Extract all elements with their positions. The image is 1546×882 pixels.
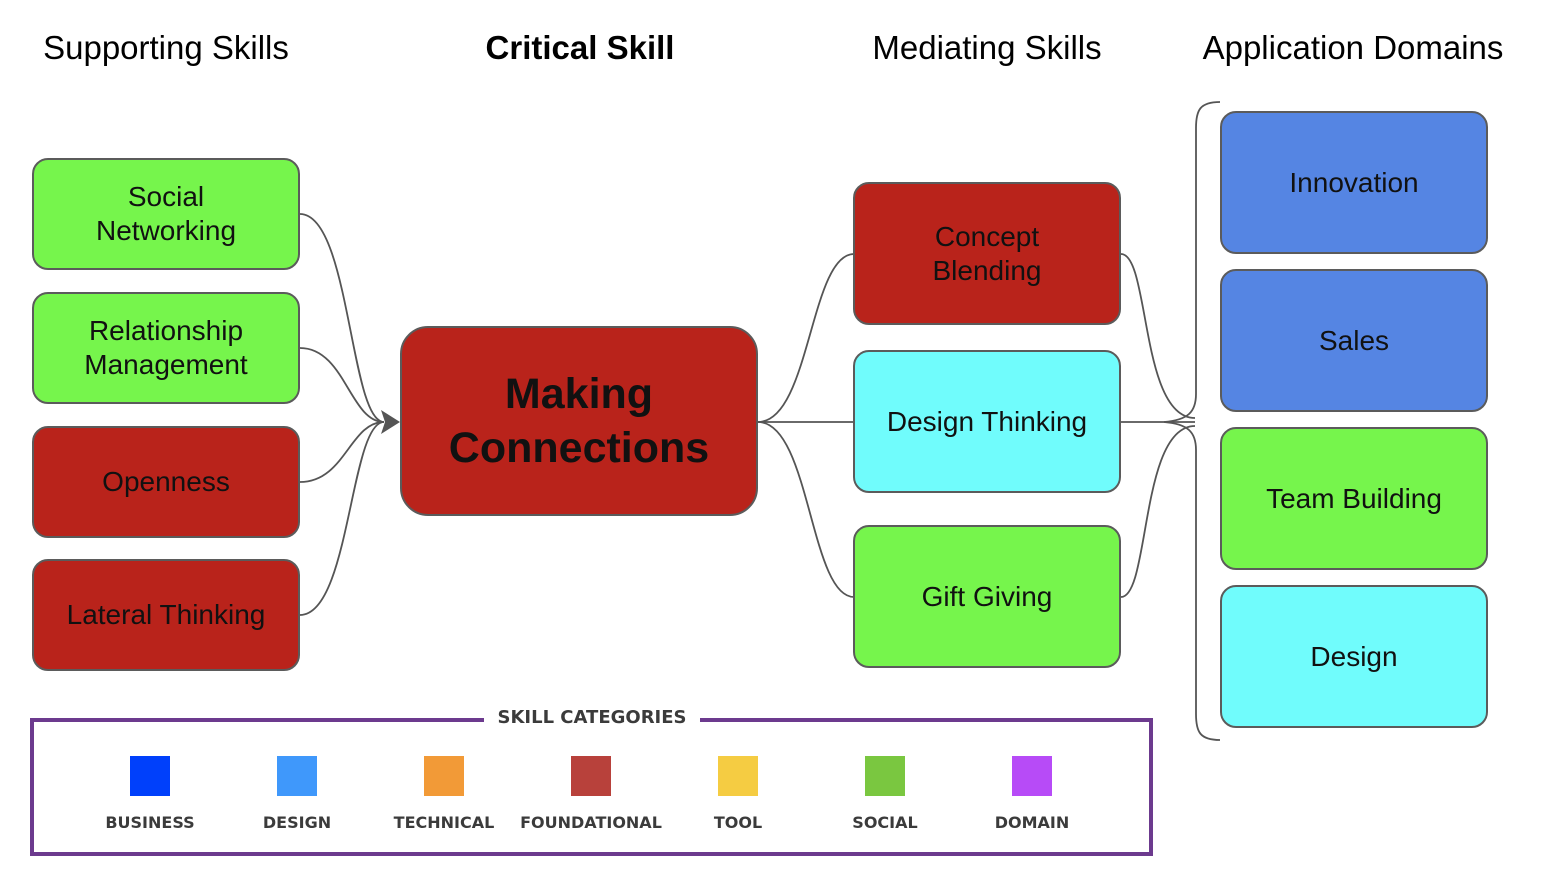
heading-critical-skill: Critical Skill (485, 29, 675, 66)
node-gift-giving: Gift Giving (853, 525, 1121, 668)
heading-supporting-skills: Supporting Skills (43, 29, 289, 66)
node-sales: Sales (1220, 269, 1488, 412)
node-label: Gift Giving (921, 580, 1053, 612)
legend-item-technical: TECHNICAL (369, 756, 519, 832)
legend-label: TOOL (713, 813, 763, 832)
heading-application-domains: Application Domains (1202, 29, 1504, 66)
legend-item-tool: TOOL (663, 756, 813, 832)
node-label: Design (1310, 640, 1398, 672)
node-team-building: Team Building (1220, 427, 1488, 570)
node-innovation: Innovation (1220, 111, 1488, 254)
legend-swatch (571, 756, 611, 796)
arrowhead-into-critical-skill (381, 410, 400, 434)
legend-swatch (718, 756, 758, 796)
legend-label: SOCIAL (852, 813, 918, 832)
node-label-line: Relationship (88, 315, 244, 346)
node-label-line: Connections (448, 424, 710, 472)
connector-relationship-management (299, 347, 385, 423)
node-lateral-thinking: Lateral Thinking (32, 559, 300, 671)
legend-swatch (130, 756, 170, 796)
node-label-line: Social (127, 181, 205, 212)
connector-lateral-thinking (299, 421, 385, 616)
heading-mediating-skills: Mediating Skills (872, 29, 1102, 66)
legend-swatch (277, 756, 317, 796)
node-concept-blending: Concept Blending (853, 182, 1121, 325)
legend-item-business: BUSINESS (75, 756, 225, 832)
connector-gift-giving-out (1120, 425, 1196, 598)
domain-brace (1163, 101, 1221, 741)
legend-label: BUSINESS (105, 813, 195, 832)
connector-openness (299, 421, 385, 483)
node-label: Lateral Thinking (66, 599, 266, 630)
node-label-line: Concept (934, 220, 1040, 252)
legend-item-design: DESIGN (222, 756, 372, 832)
connector-concept-blending (757, 253, 855, 423)
node-label-line: Blending (932, 254, 1042, 286)
node-label: Sales (1318, 324, 1390, 356)
legend-label: TECHNICAL (393, 813, 495, 832)
node-label: Design Thinking (886, 405, 1088, 437)
node-label-line: Making (504, 370, 654, 418)
node-label-line: Networking (95, 215, 237, 246)
legend-title: SKILL CATEGORIES (484, 704, 700, 732)
legend-swatch (865, 756, 905, 796)
node-label: Openness (102, 466, 230, 497)
node-design: Design (1220, 585, 1488, 728)
legend-label: FOUNDATIONAL (520, 813, 662, 832)
legend-item-domain: DOMAIN (957, 756, 1107, 832)
legend-item-foundational: FOUNDATIONAL (516, 756, 666, 832)
node-openness: Openness (32, 426, 300, 538)
legend-swatch (1012, 756, 1052, 796)
legend-item-social: SOCIAL (810, 756, 960, 832)
node-social-networking: Social Networking (32, 158, 300, 270)
connector-social-networking (299, 213, 385, 423)
node-design-thinking: Design Thinking (853, 350, 1121, 493)
legend-label: DOMAIN (994, 813, 1070, 832)
node-label-line: Management (84, 349, 248, 380)
node-label: Team Building (1266, 482, 1442, 514)
node-relationship-management: Relationship Management (32, 292, 300, 404)
legend-label: DESIGN (262, 813, 332, 832)
legend-swatch (424, 756, 464, 796)
node-label: Innovation (1289, 166, 1419, 198)
connector-concept-blending-out (1120, 253, 1196, 419)
node-making-connections: Making Connections (400, 326, 758, 516)
connector-gift-giving (757, 421, 855, 598)
